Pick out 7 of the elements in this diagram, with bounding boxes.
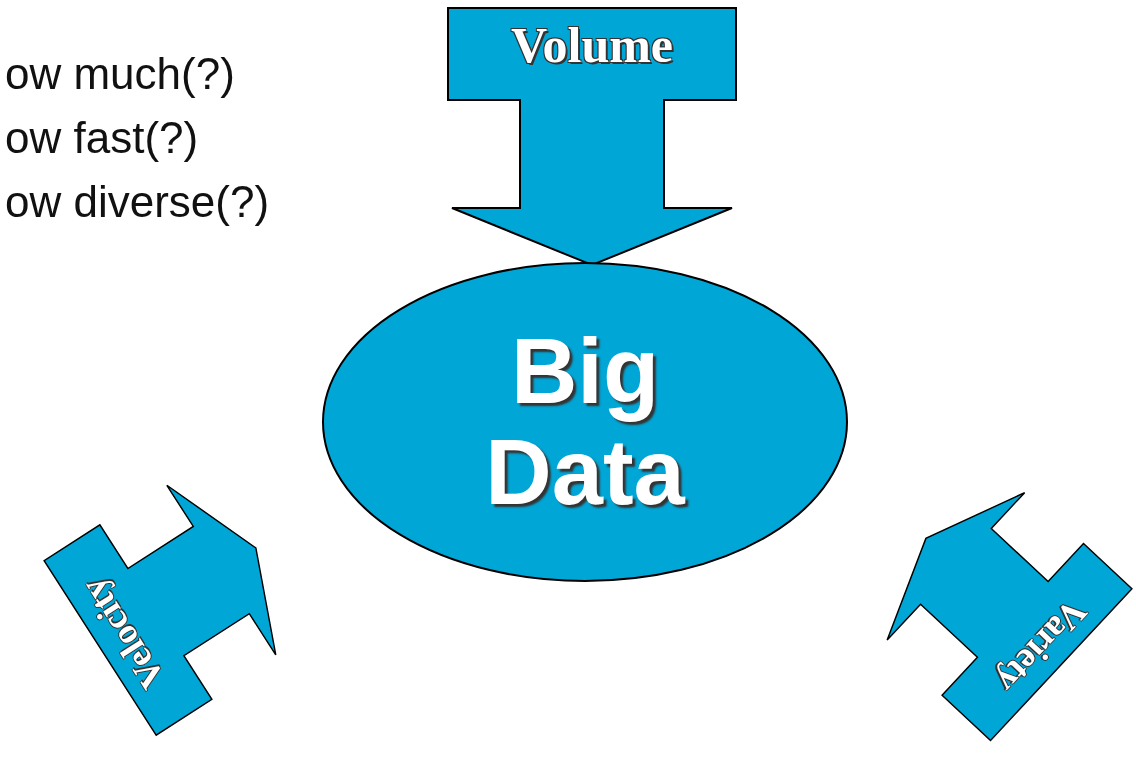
node-label: Big Data — [484, 320, 687, 524]
arrow-label: Volume — [509, 20, 675, 70]
block-arrow — [448, 8, 736, 265]
ellipse-node — [322, 262, 848, 582]
question-text: ow diverse(?) — [5, 180, 270, 224]
question-text: ow fast(?) — [5, 116, 199, 160]
question-text: ow much(?) — [5, 52, 235, 96]
